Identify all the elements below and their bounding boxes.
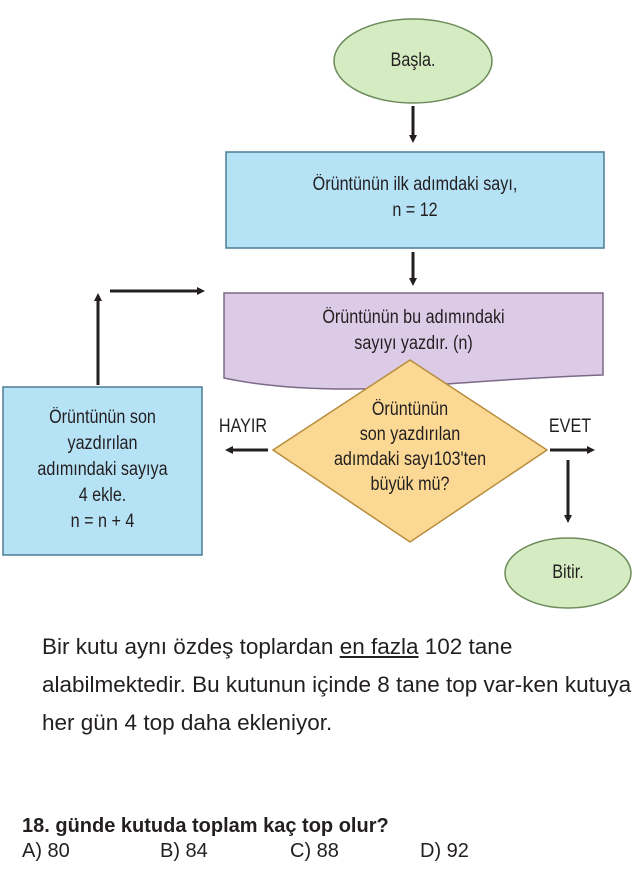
init-line-1: Örüntünün ilk adımdaki sayı, [312, 174, 518, 195]
update-process-box [2, 386, 203, 556]
option-b[interactable]: B) 84 [160, 840, 208, 862]
init-process-box [225, 151, 605, 249]
question: 18. günde kutuda toplam kaç top olur? [22, 815, 389, 837]
decision-line: son yazdırılan [359, 424, 461, 445]
flowchart-shapes [2, 18, 632, 609]
decision-label: Örüntünün son yazdırılan adımdaki sayı10… [308, 397, 512, 497]
update-label: Örüntünün son yazdırılan adımındaki sayı… [18, 405, 187, 535]
end-terminal [504, 537, 632, 609]
print-line-2: sayıyı yazdır. (n) [354, 333, 473, 354]
init-line-2: n = 12 [392, 200, 438, 221]
print-line-1: Örüntünün bu adımındaki [322, 307, 505, 328]
decision-line: adımdaki sayı103'ten [333, 449, 487, 470]
decision-line: büyük mü? [370, 474, 450, 495]
option-d[interactable]: D) 92 [420, 840, 469, 862]
decision-diamond [271, 359, 549, 543]
text-part: Bir kutu aynı özdeş toplardan [42, 634, 340, 659]
init-label: Örüntünün ilk adımdaki sayı, n = 12 [254, 172, 575, 224]
underlined-text: en fazla [339, 634, 419, 659]
text-part: 102 tane alabilmektedir. Bu kutunun için… [42, 634, 632, 735]
problem-text: Bir kutu aynı özdeş toplardan en fazla 1… [42, 628, 642, 742]
option-c[interactable]: C) 88 [290, 840, 339, 862]
update-line: yazdırılan [67, 433, 138, 454]
update-line: Örüntünün son [49, 407, 156, 428]
decision-line: Örüntünün [371, 399, 449, 420]
no-label: HAYIR [218, 416, 268, 437]
print-label: Örüntünün bu adımındaki sayıyı yazdır. (… [252, 305, 574, 357]
end-label: Bitir. [552, 562, 584, 583]
update-line: 4 ekle. [78, 485, 127, 506]
start-label: Başla. [390, 50, 436, 71]
update-line: n = n + 4 [70, 511, 135, 532]
yes-label: EVET [548, 416, 592, 437]
update-line: adımındaki sayıya [37, 459, 168, 480]
option-a[interactable]: A) 80 [22, 840, 70, 862]
start-terminal [333, 18, 493, 104]
